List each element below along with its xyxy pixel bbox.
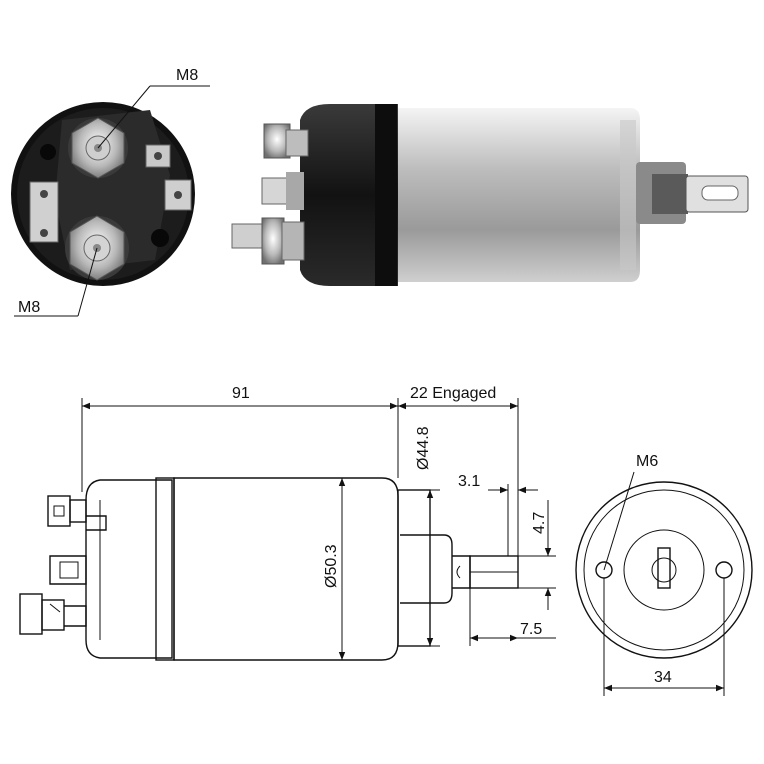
flange-outline xyxy=(575,481,753,659)
dim-stroke: 22 Engaged xyxy=(410,385,496,402)
dim-slot-width: 3.1 xyxy=(458,473,480,490)
m8-label-bottom: M8 xyxy=(18,299,40,316)
solenoid-can xyxy=(380,108,640,282)
side-view-photo xyxy=(231,104,749,286)
nose-circle xyxy=(623,529,705,611)
dim-tab-height: 4.7 xyxy=(531,512,548,534)
terminal-studs-outline xyxy=(19,495,107,635)
side-view-drawing: 91 22 Engaged Ø44.8 Ø50.3 3.1 4.7 7.5 xyxy=(19,385,556,661)
terminal-cap xyxy=(300,104,398,286)
end-view-photo: M8 M8 xyxy=(11,67,210,317)
m6-label: M6 xyxy=(636,453,658,470)
mount-hole xyxy=(715,561,733,579)
dim-hole-spacing: 34 xyxy=(654,669,672,686)
dim-tab-length: 7.5 xyxy=(520,621,542,638)
can-outline xyxy=(173,477,399,661)
dim-length: 91 xyxy=(232,385,250,402)
plunger-tab-front xyxy=(657,547,671,589)
dim-body-diameter: Ø50.3 xyxy=(323,544,340,588)
plunger-boss-outline xyxy=(400,534,453,604)
cap-outline xyxy=(85,479,173,659)
nose-outline xyxy=(397,489,431,647)
m8-label-top: M8 xyxy=(176,67,198,84)
side-terminals xyxy=(231,123,309,265)
dim-cap-diameter: Ø44.8 xyxy=(415,426,432,470)
plunger-circle xyxy=(651,557,677,583)
front-view-drawing: M6 34 xyxy=(575,453,753,696)
